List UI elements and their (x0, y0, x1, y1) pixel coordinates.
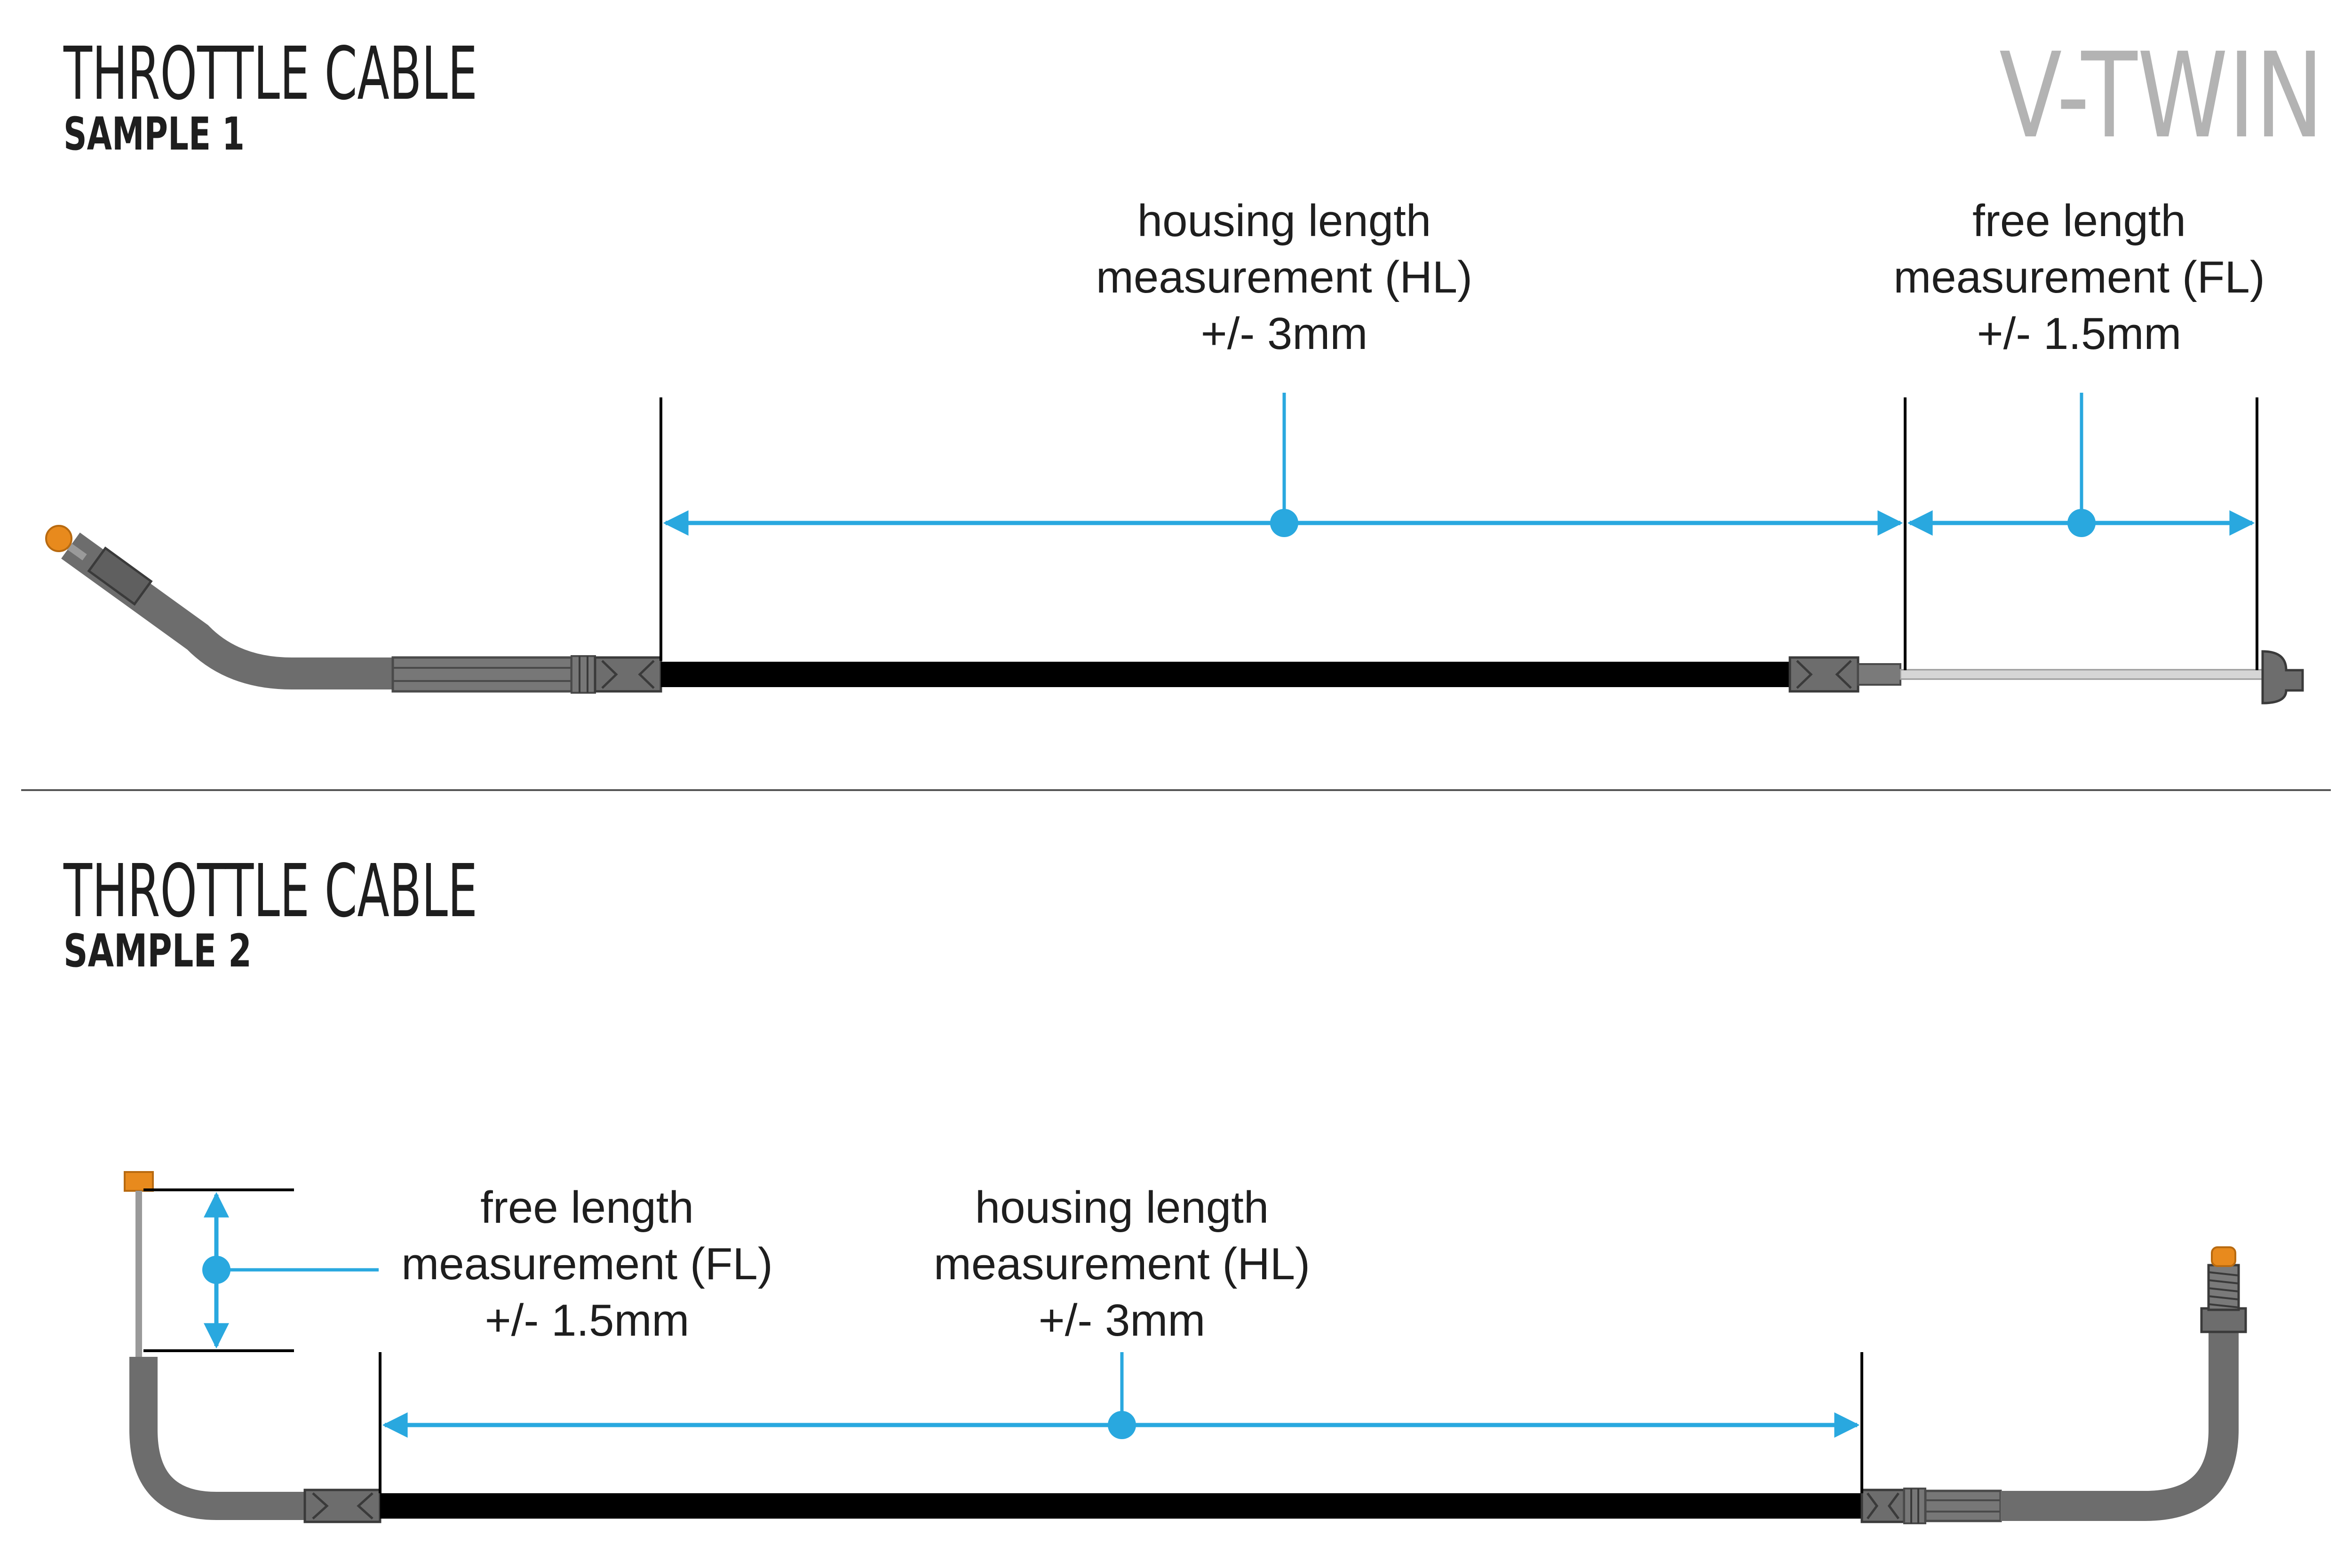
sample2-orange-tip-right (2211, 1246, 2236, 1267)
sample1-end-barrel (2261, 650, 2304, 705)
sample2-fl-label-line2: measurement (FL) (401, 1239, 773, 1289)
sample2-measurements: free length measurement (FL) +/- 1.5mm h… (143, 1182, 1863, 1493)
sample2-ribbed-collar (1903, 1488, 1926, 1524)
brand-logo-text: V-TWIN (1999, 27, 2324, 164)
sample2-bent-end-left (129, 1357, 306, 1520)
sample1-bent-end (61, 532, 393, 689)
sample2-orange-tip (124, 1171, 154, 1192)
sample1-title: THROTTLE CABLE (63, 31, 477, 116)
sample1-subtitle: SAMPLE 1 (64, 108, 245, 160)
sample2-cable (124, 1171, 2247, 1524)
sample1-crimp-fitting-right (1788, 656, 1859, 693)
sample1-hl-label-line2: measurement (HL) (1096, 252, 1472, 302)
sample1-hl-label-line3: +/- 3mm (1201, 309, 1368, 359)
sample1-fl-label-line1: free length (1972, 196, 2186, 246)
sample2-title: THROTTLE CABLE (63, 848, 477, 934)
sample1-ferrule (391, 656, 573, 693)
sample2-hl-label-line3: +/- 3mm (1039, 1295, 1206, 1346)
sample1-fl-dot (2067, 509, 2096, 537)
sample1-cable-housing (661, 662, 1790, 687)
sample1-orange-ball-tip (45, 525, 72, 552)
sample1-measurements: housing length measurement (HL) +/- 3mm … (660, 196, 2265, 670)
sample2-hl-label-line2: measurement (HL) (934, 1239, 1310, 1289)
sample1-fl-label-line2: measurement (FL) (1893, 252, 2265, 302)
sample1-ribbed-collar (571, 655, 596, 694)
sample1-fl-label-line3: +/- 1.5mm (1977, 309, 2182, 359)
sample1-hl-label-line1: housing length (1137, 196, 1431, 246)
sample1-hl-dot (1270, 509, 1298, 537)
sample2-hl-label-line1: housing length (975, 1182, 1269, 1233)
sample2-cable-housing (380, 1493, 1862, 1519)
sample1-cable (45, 525, 2304, 705)
sample2-fl-dot (202, 1256, 230, 1284)
sample1-tip-nut (87, 546, 153, 606)
sample2-adjuster-nut (2200, 1307, 2247, 1333)
sample1-inner-wire (1899, 669, 2264, 680)
sample2-ferrule (1924, 1489, 2002, 1522)
sample2-subtitle: SAMPLE 2 (64, 925, 252, 977)
sample2-bent-end-right (2001, 1326, 2239, 1521)
sample2-fl-label-line3: +/- 1.5mm (485, 1295, 690, 1346)
sample2-hl-dot (1108, 1411, 1136, 1439)
sample2-fl-label-line1: free length (480, 1182, 694, 1233)
